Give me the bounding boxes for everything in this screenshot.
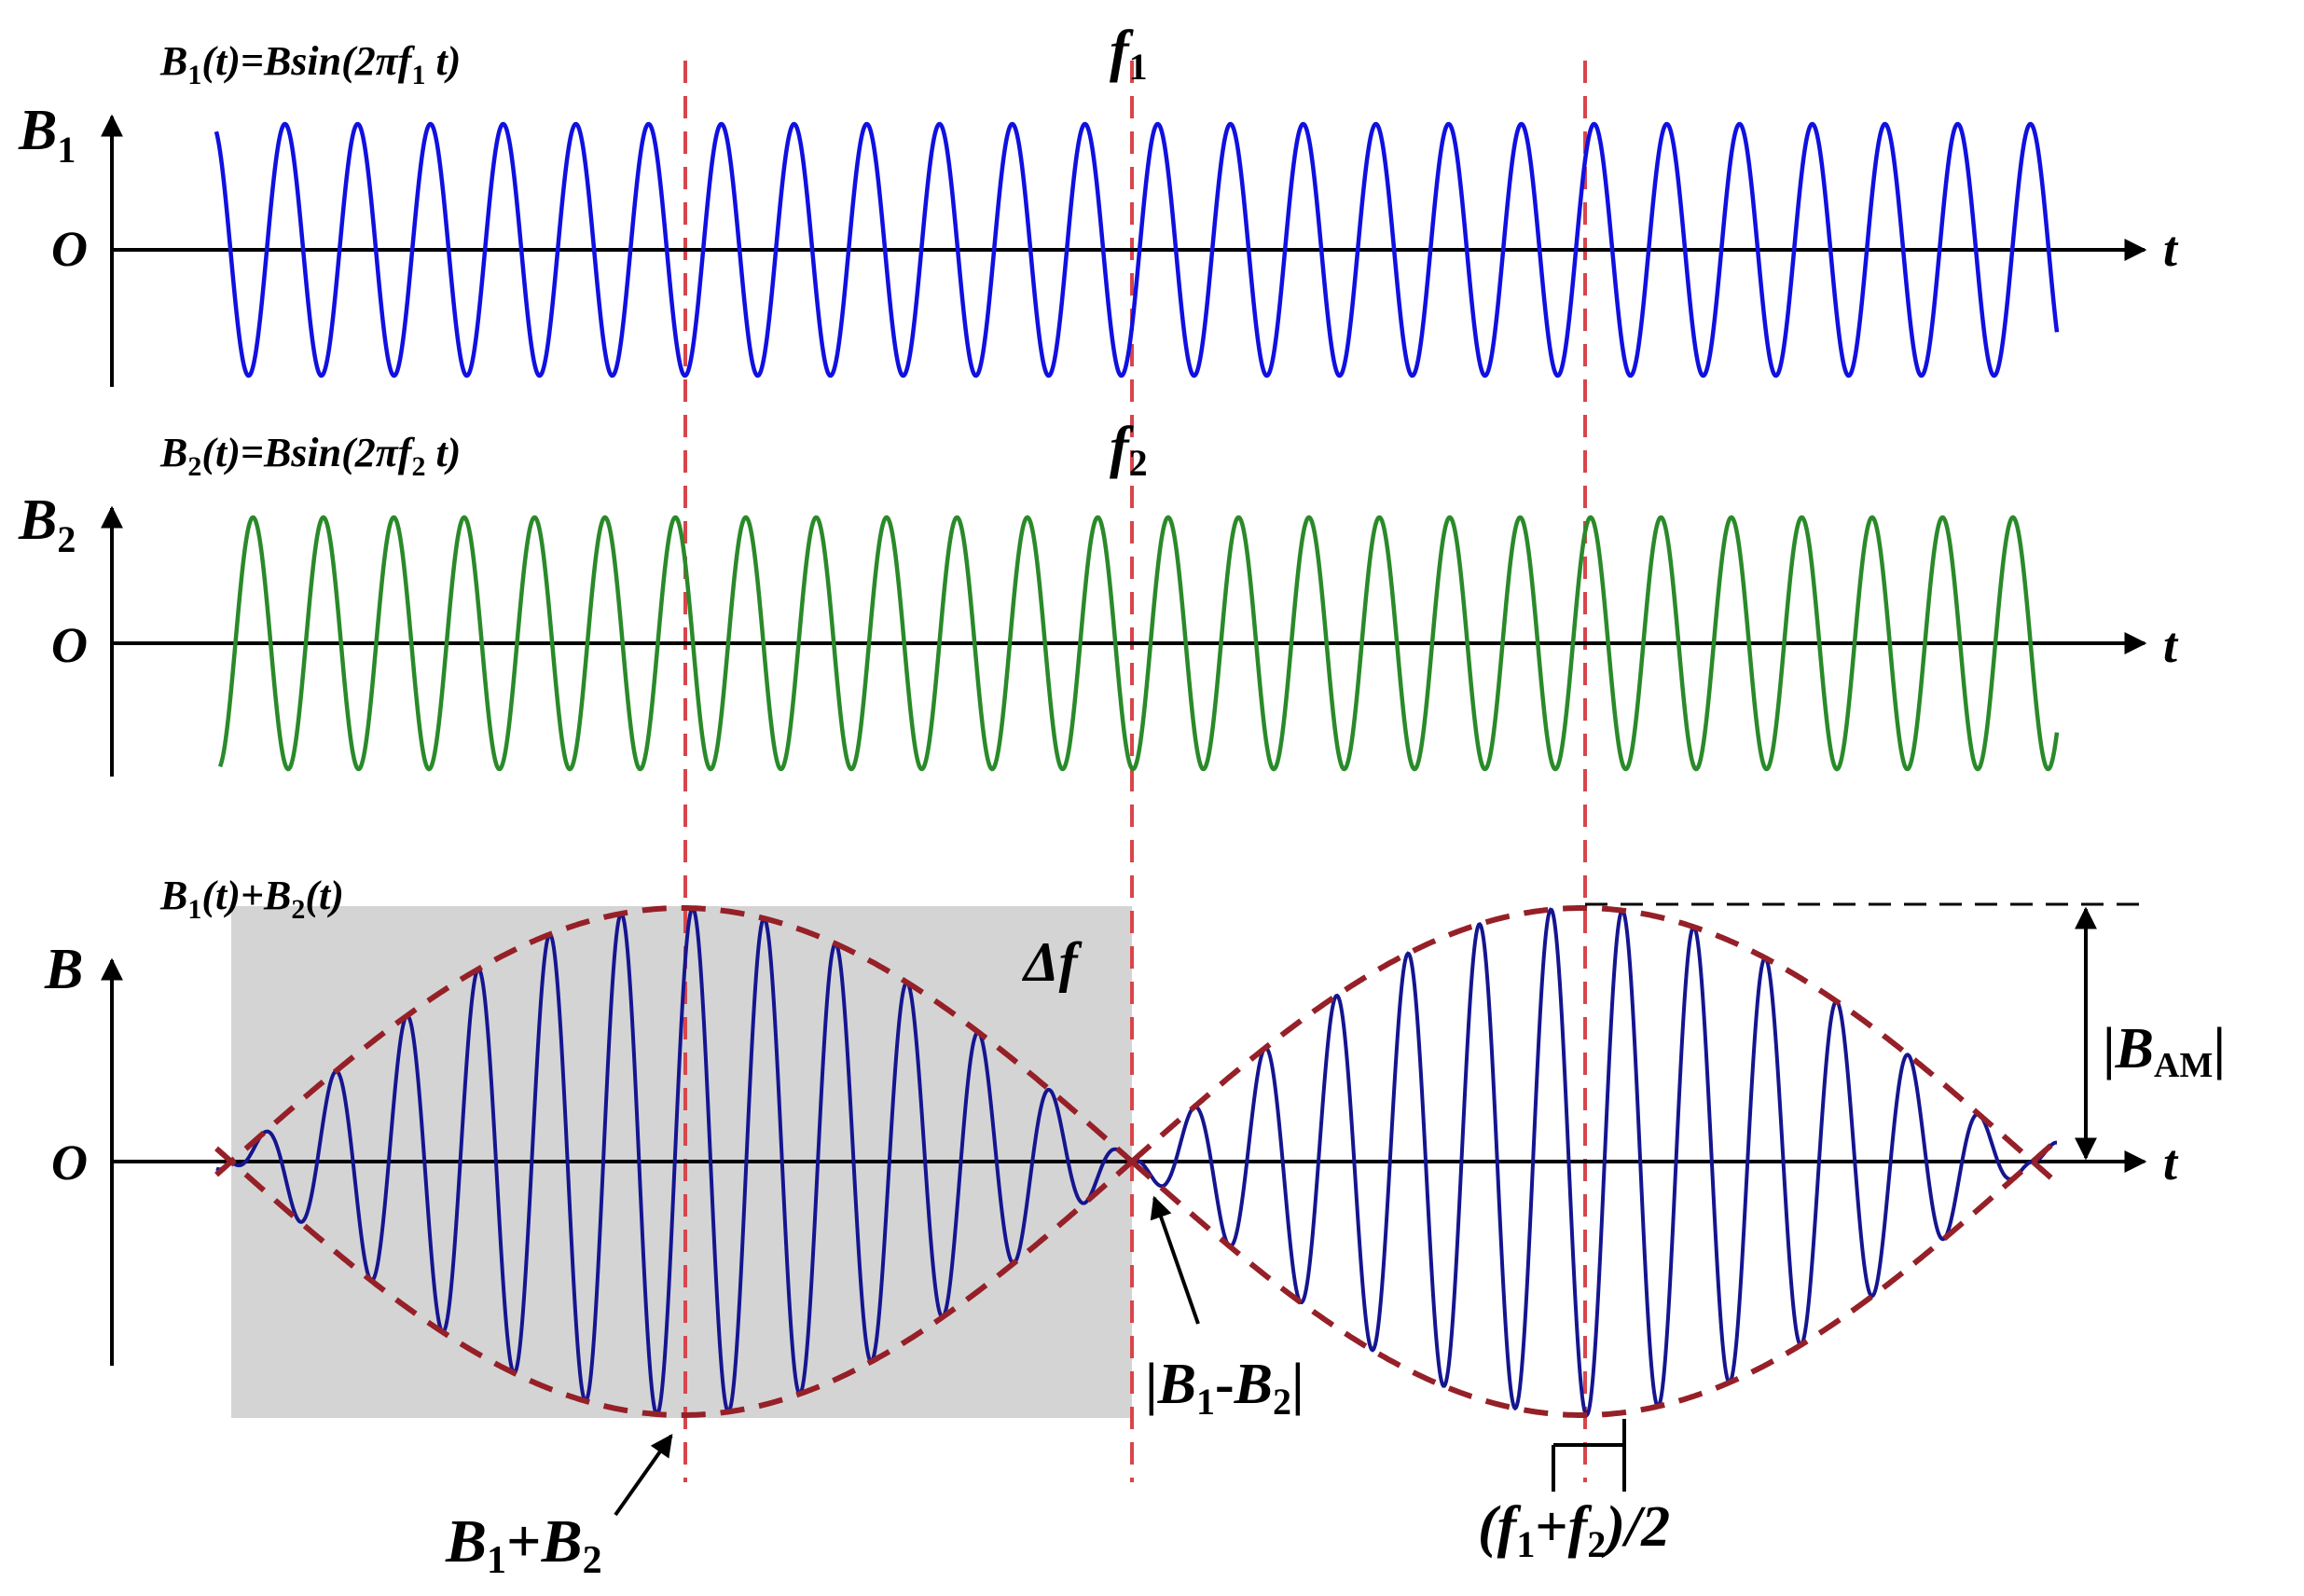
- sum-t-label: t: [2163, 1135, 2179, 1190]
- wave-b1: [214, 121, 2060, 378]
- b2-t-label: t: [2163, 617, 2179, 673]
- b-am-label: |BAM|: [2103, 1017, 2226, 1085]
- sum-equation: B1(t)+B2(t): [159, 873, 344, 925]
- delta-f-label: Δf: [1022, 931, 1083, 993]
- b2-equation: B2(t)=Bsin(2πf2 t): [159, 430, 461, 482]
- mean-frequency-bracket: [1552, 1419, 1626, 1492]
- b2-axis-label: B2: [18, 488, 76, 560]
- envelope-curve: [214, 1157, 1135, 1418]
- b1-t-label: t: [2163, 221, 2179, 277]
- envelope-curve: [1129, 905, 2060, 1166]
- sum-origin-label: O: [51, 1135, 88, 1190]
- envelope-curve: [214, 905, 1135, 1166]
- f1-label: f1: [1110, 20, 1148, 88]
- sum-amplitude-label: B1+B2: [445, 1507, 602, 1582]
- sum-axis-label: B: [44, 938, 83, 1001]
- b2-origin-label: O: [51, 617, 88, 673]
- envelope-curves: [214, 905, 2060, 1418]
- sum-pointer-arrow: [614, 1434, 673, 1517]
- mean-frequency-label: (f1+f2)/2: [1478, 1495, 1670, 1565]
- diff-label: |B1-B2|: [1145, 1353, 1304, 1423]
- diff-pointer-arrow: [1150, 1195, 1200, 1325]
- envelope-curve: [1129, 1157, 2060, 1418]
- f2-label: f2: [1110, 416, 1148, 484]
- b1-origin-label: O: [51, 221, 88, 277]
- b1-equation: B1(t)=Bsin(2πf1 t): [159, 38, 461, 90]
- wave-b2: [217, 515, 2060, 772]
- b1-axis-label: B1: [18, 99, 76, 171]
- guide-lines: [683, 61, 1587, 1482]
